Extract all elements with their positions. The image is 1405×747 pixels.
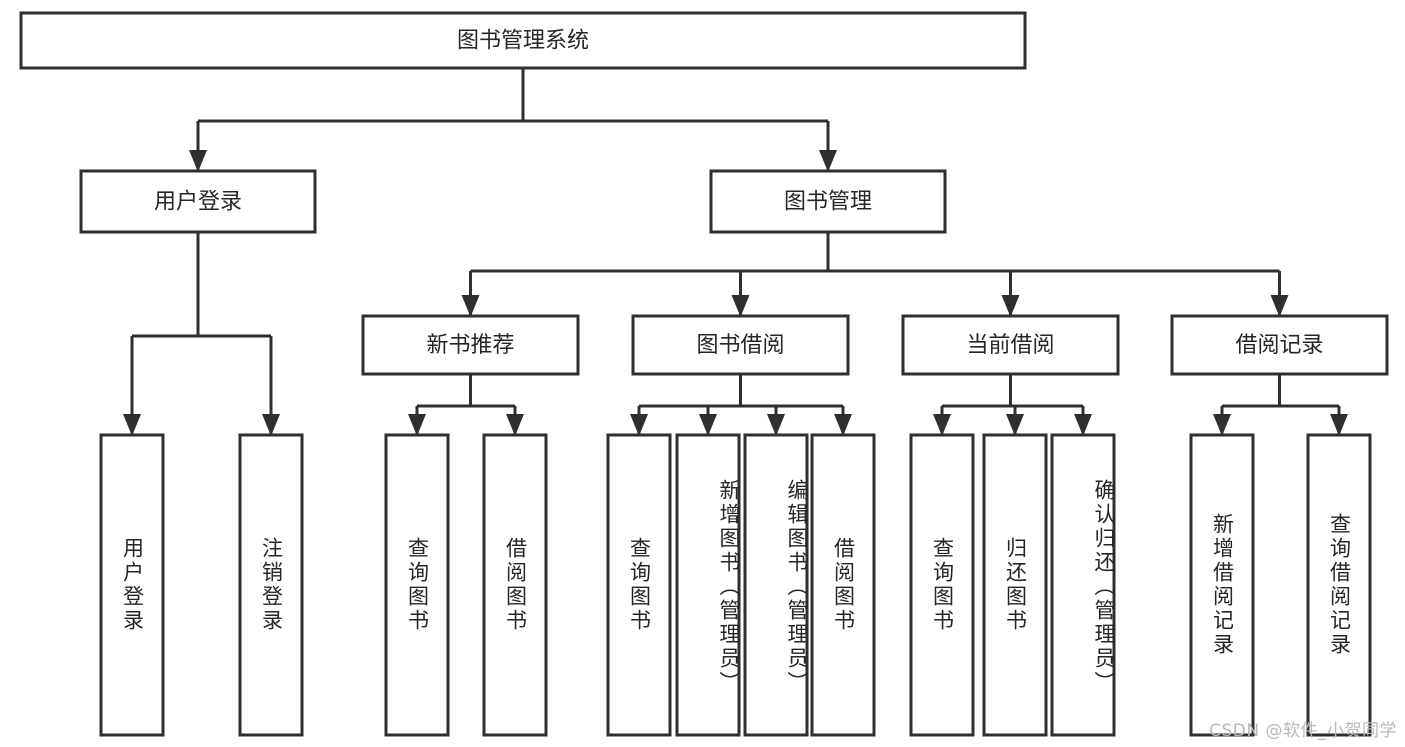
node-box: [1050, 433, 1116, 737]
node-leaf-add-book[interactable]: [675, 433, 741, 737]
node-label: 当前借阅: [966, 333, 1054, 358]
node-leaf-edit-book[interactable]: [743, 433, 809, 737]
node-label: 图书借阅: [696, 333, 784, 358]
node-borrow[interactable]: 图书借阅: [631, 314, 850, 376]
node-box: [909, 433, 975, 737]
node-box: [99, 433, 165, 737]
node-box: [901, 314, 1120, 376]
node-box: [810, 433, 876, 737]
node-box: [743, 433, 809, 737]
node-leaf-return-book[interactable]: [982, 433, 1048, 737]
node-bookmgmt[interactable]: 图书管理: [709, 169, 947, 234]
arrow-head-icon: [1006, 414, 1024, 436]
arrow-head-icon: [834, 414, 852, 436]
node-leaf-user-login[interactable]: [99, 433, 165, 737]
arrow-head-icon: [630, 414, 648, 436]
arrow-head-icon: [1330, 414, 1348, 436]
node-leaf-add-record[interactable]: [1189, 433, 1255, 737]
arrow-head-icon: [731, 295, 750, 317]
node-current[interactable]: 当前借阅: [901, 314, 1120, 376]
node-leaf-user-logout[interactable]: [238, 433, 304, 737]
arrow-head-icon: [408, 414, 426, 436]
node-leaf-query-book-new[interactable]: [384, 433, 450, 737]
node-box: [606, 433, 672, 737]
node-leaf-query-record[interactable]: [1306, 433, 1372, 737]
node-box: [482, 433, 548, 737]
edge-layer: [123, 68, 1348, 436]
arrow-head-icon: [767, 414, 785, 436]
node-leaf-borrow-book[interactable]: [810, 433, 876, 737]
arrow-head-icon: [123, 414, 141, 436]
arrow-head-icon: [933, 414, 951, 436]
arrow-head-icon: [506, 414, 524, 436]
arrow-head-icon: [1001, 295, 1020, 317]
arrow-head-icon: [1074, 414, 1092, 436]
node-box: [1170, 314, 1389, 376]
node-leaf-query-book-current[interactable]: [909, 433, 975, 737]
arrow-head-icon: [1213, 414, 1231, 436]
node-box: [709, 169, 947, 234]
node-label: 图书管理系统: [457, 29, 589, 54]
node-box: [19, 11, 1027, 70]
node-box: [238, 433, 304, 737]
node-box: [1306, 433, 1372, 737]
node-box: [1189, 433, 1255, 737]
node-label: 图书管理: [784, 190, 872, 215]
arrow-head-icon: [819, 150, 837, 172]
node-leaf-confirm-return[interactable]: [1050, 433, 1116, 737]
node-records[interactable]: 借阅记录: [1170, 314, 1389, 376]
node-root[interactable]: 图书管理系统: [19, 11, 1027, 70]
node-label: 新书推荐: [426, 333, 514, 358]
arrow-head-icon: [1270, 295, 1289, 317]
arrow-head-icon: [699, 414, 717, 436]
node-box: [982, 433, 1048, 737]
node-box: [675, 433, 741, 737]
arrow-head-icon: [461, 295, 480, 317]
node-label: 用户登录: [154, 190, 242, 215]
node-login[interactable]: 用户登录: [79, 169, 317, 234]
node-box: [361, 314, 580, 376]
node-box: [384, 433, 450, 737]
node-newbook[interactable]: 新书推荐: [361, 314, 580, 376]
arrow-head-icon: [189, 150, 207, 172]
node-box: [631, 314, 850, 376]
node-box: [79, 169, 317, 234]
arrow-head-icon: [262, 414, 280, 436]
watermark: CSDN @软件_小贺同学: [1209, 721, 1397, 741]
node-leaf-query-book-borrow[interactable]: [606, 433, 672, 737]
node-label: 借阅记录: [1235, 333, 1323, 358]
node-leaf-borrow-book-new[interactable]: [482, 433, 548, 737]
